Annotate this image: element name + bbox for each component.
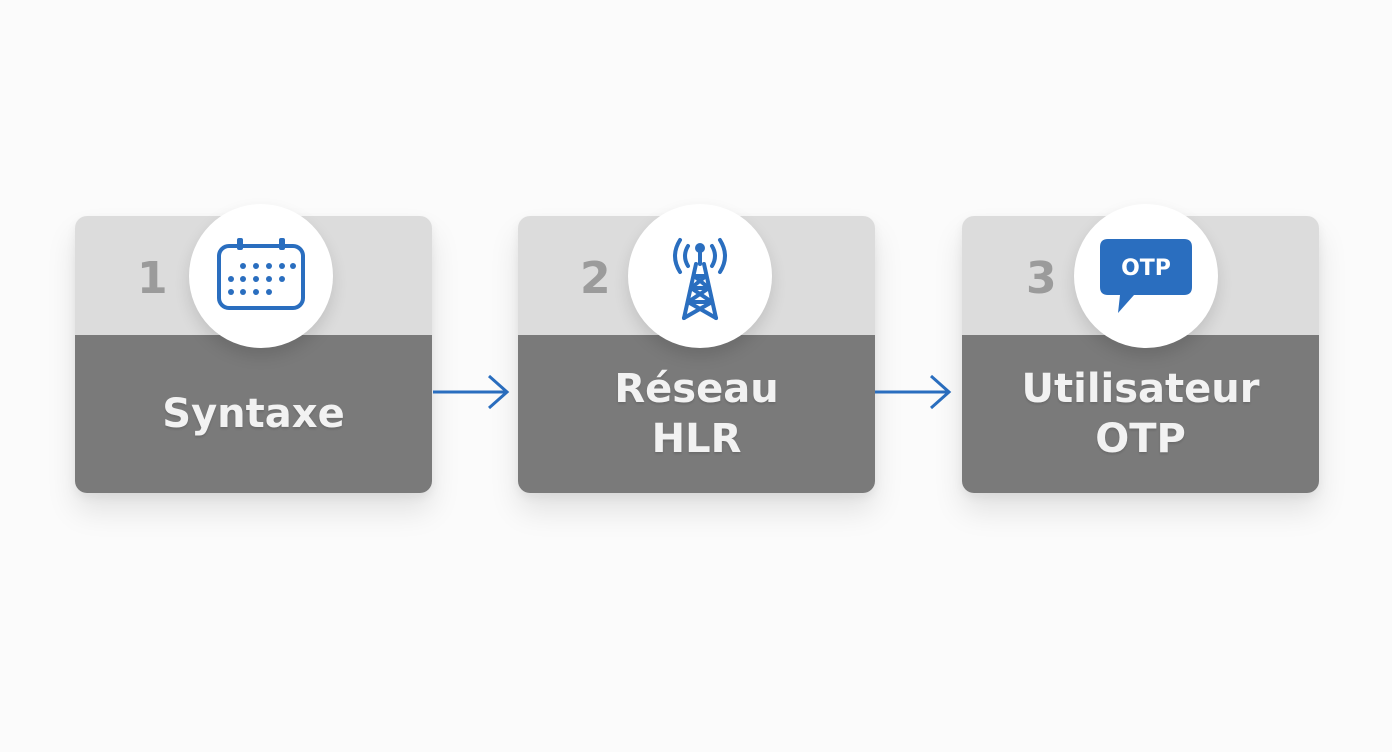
step-card-body (518, 335, 875, 493)
step-label-line-1: Syntaxe (162, 391, 345, 437)
step-label-line-1: Réseau (614, 366, 779, 412)
arrow-right-icon (875, 374, 952, 410)
step-label-line-2: OTP (1095, 416, 1186, 462)
step-card-body (962, 335, 1319, 493)
icon-badge (628, 204, 772, 348)
antenna-tower-icon (673, 238, 727, 320)
step-label-line-2: HLR (651, 416, 742, 462)
step-number: 2 (580, 253, 611, 304)
step-label-line-1: Utilisateur (1021, 366, 1260, 412)
step-label: Syntaxe (75, 335, 432, 493)
icon-badge (189, 204, 333, 348)
step-card-body (75, 335, 432, 493)
icon-badge: OTP (1074, 204, 1218, 348)
calendar-icon (217, 238, 305, 310)
step-number: 3 (1026, 253, 1057, 304)
otp-message-icon: OTP (1100, 239, 1192, 313)
step-label: Réseau HLR (518, 335, 875, 493)
step-number: 1 (137, 253, 168, 304)
step-label: Utilisateur OTP (962, 335, 1319, 493)
arrow-right-icon (433, 374, 510, 410)
otp-icon-text: OTP (1121, 256, 1171, 281)
